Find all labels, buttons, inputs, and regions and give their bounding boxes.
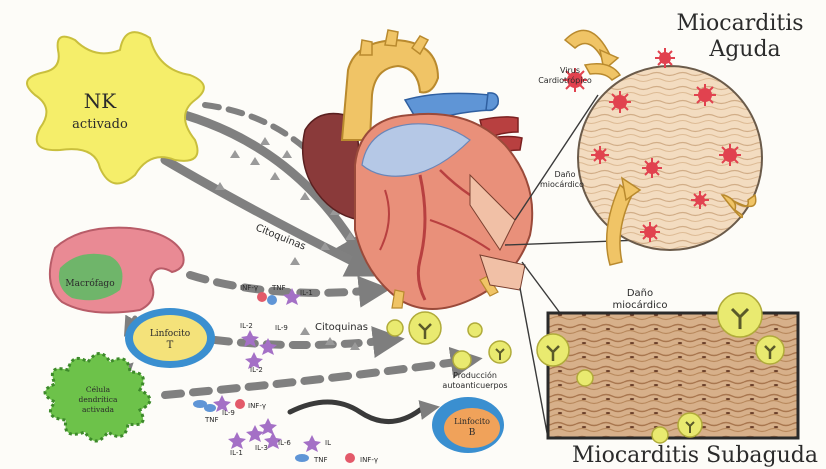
label-autoanticuerpos-2: autoanticuerpos [442, 381, 507, 390]
cytokine-cluster-3 [193, 395, 245, 412]
label-virus-2: Cardiotrópico [538, 75, 592, 85]
cyto-r1-b: TNF [271, 284, 286, 292]
nk-sublabel: activado [72, 117, 128, 132]
dendritic-cell: Célula dendrítica activada [45, 354, 150, 442]
lymph-t-sublabel: T [167, 340, 174, 351]
dendritic-label-3: activada [82, 405, 115, 414]
acute-tissue-circle [563, 48, 762, 250]
cyto-r1-a: INF-γ [240, 284, 258, 292]
dendritic-arrow [165, 360, 470, 395]
cytokine-labels: INF-γ TNF IL-1 IL-2 IL-9 IL-2 TNF IL-9 I… [204, 284, 378, 464]
lymph-b-sublabel: B [469, 428, 476, 438]
nk-label: NK [84, 89, 118, 113]
cyto-r1-c: IL-1 [300, 289, 313, 297]
heart [303, 30, 533, 309]
cyto-r2-c: IL-2 [250, 366, 263, 374]
subacute-tissue-panel [537, 293, 798, 443]
cytokine-cluster-2 [241, 330, 277, 369]
dendritic-label-2: dendrítica [79, 395, 118, 404]
nk-cell: NK activado [27, 32, 204, 183]
legend-il: IL [325, 439, 331, 447]
cyto-r3-c: INF-γ [248, 402, 266, 410]
lymphocyte-b: Linfocito B [432, 397, 504, 453]
label-dano-sub-2: miocárdico [613, 299, 668, 311]
legend-tnf: TNF [313, 456, 328, 464]
lymph-t-arrow [215, 340, 392, 345]
label-dano-acute-2: miocárdico [540, 180, 584, 189]
title-acute-line1: Miocarditis [676, 11, 803, 36]
cyto-r4-c: IL-6 [278, 439, 291, 447]
cyto-r4-b: IL-3 [255, 444, 268, 452]
lymphocyte-t: Linfocito T [125, 308, 215, 368]
label-dano-sub-1: Daño [627, 288, 653, 299]
label-citoquinas-mid: Citoquinas [315, 322, 368, 333]
cyto-r4-a: IL-1 [230, 449, 243, 457]
lymph-b-label: Linfocito [454, 417, 490, 426]
dendritic-label-1: Célula [86, 385, 111, 394]
legend-infg: INF-γ [360, 456, 378, 464]
lymph-t-label: Linfocito [150, 329, 190, 339]
cyto-r2-b: IL-9 [275, 324, 288, 332]
title-acute-line2: Aguda [708, 37, 780, 62]
zoom-line-sub-top [522, 262, 560, 313]
label-dano-acute-1: Daño [554, 170, 575, 179]
wavy-arrow-head [420, 408, 432, 410]
cyto-r2-a: IL-2 [240, 322, 253, 330]
label-virus-1: Virus [560, 66, 580, 75]
label-autoanticuerpos-1: Producción [453, 370, 497, 380]
macrophage-cell: Macrófago [50, 228, 184, 313]
cyto-r3-a: TNF [204, 416, 219, 424]
title-subacute: Miocarditis Subaguda [572, 443, 818, 468]
cyto-r3-b: IL-9 [222, 409, 235, 417]
macrophage-label: Macrófago [65, 278, 114, 289]
wavy-arrow-to-b [290, 402, 420, 422]
